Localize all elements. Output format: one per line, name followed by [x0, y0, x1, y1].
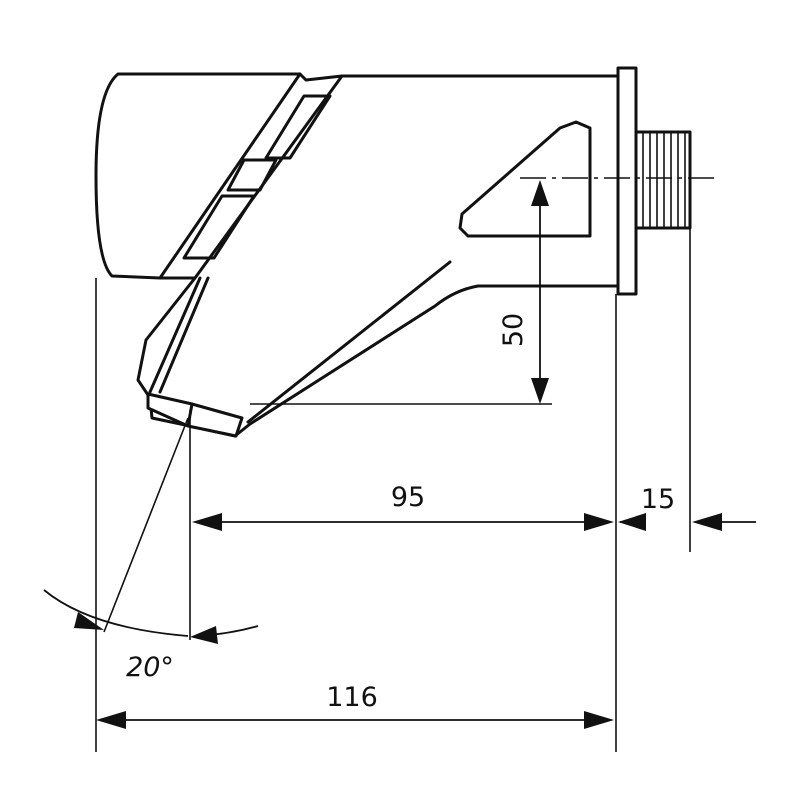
dimension-thread-length: [618, 513, 756, 531]
label-height: 50: [498, 313, 529, 347]
extension-lines: [95, 228, 691, 752]
label-spout-reach: 95: [391, 482, 425, 513]
dimension-spout-reach: [192, 513, 614, 531]
dimension-overall-length: [96, 711, 614, 729]
spout-body: [94, 72, 620, 438]
body-slot: [182, 94, 332, 260]
label-thread-length: 15: [641, 484, 675, 515]
triangular-window: [458, 120, 592, 238]
spout-edge: [148, 260, 452, 424]
dimension-spray-angle: [43, 589, 259, 644]
threaded-connector: [634, 130, 692, 230]
label-spray-angle: 20°: [126, 652, 174, 683]
dimension-height: [531, 180, 549, 404]
label-overall-length: 116: [326, 682, 378, 713]
mounting-flange: [616, 66, 638, 296]
